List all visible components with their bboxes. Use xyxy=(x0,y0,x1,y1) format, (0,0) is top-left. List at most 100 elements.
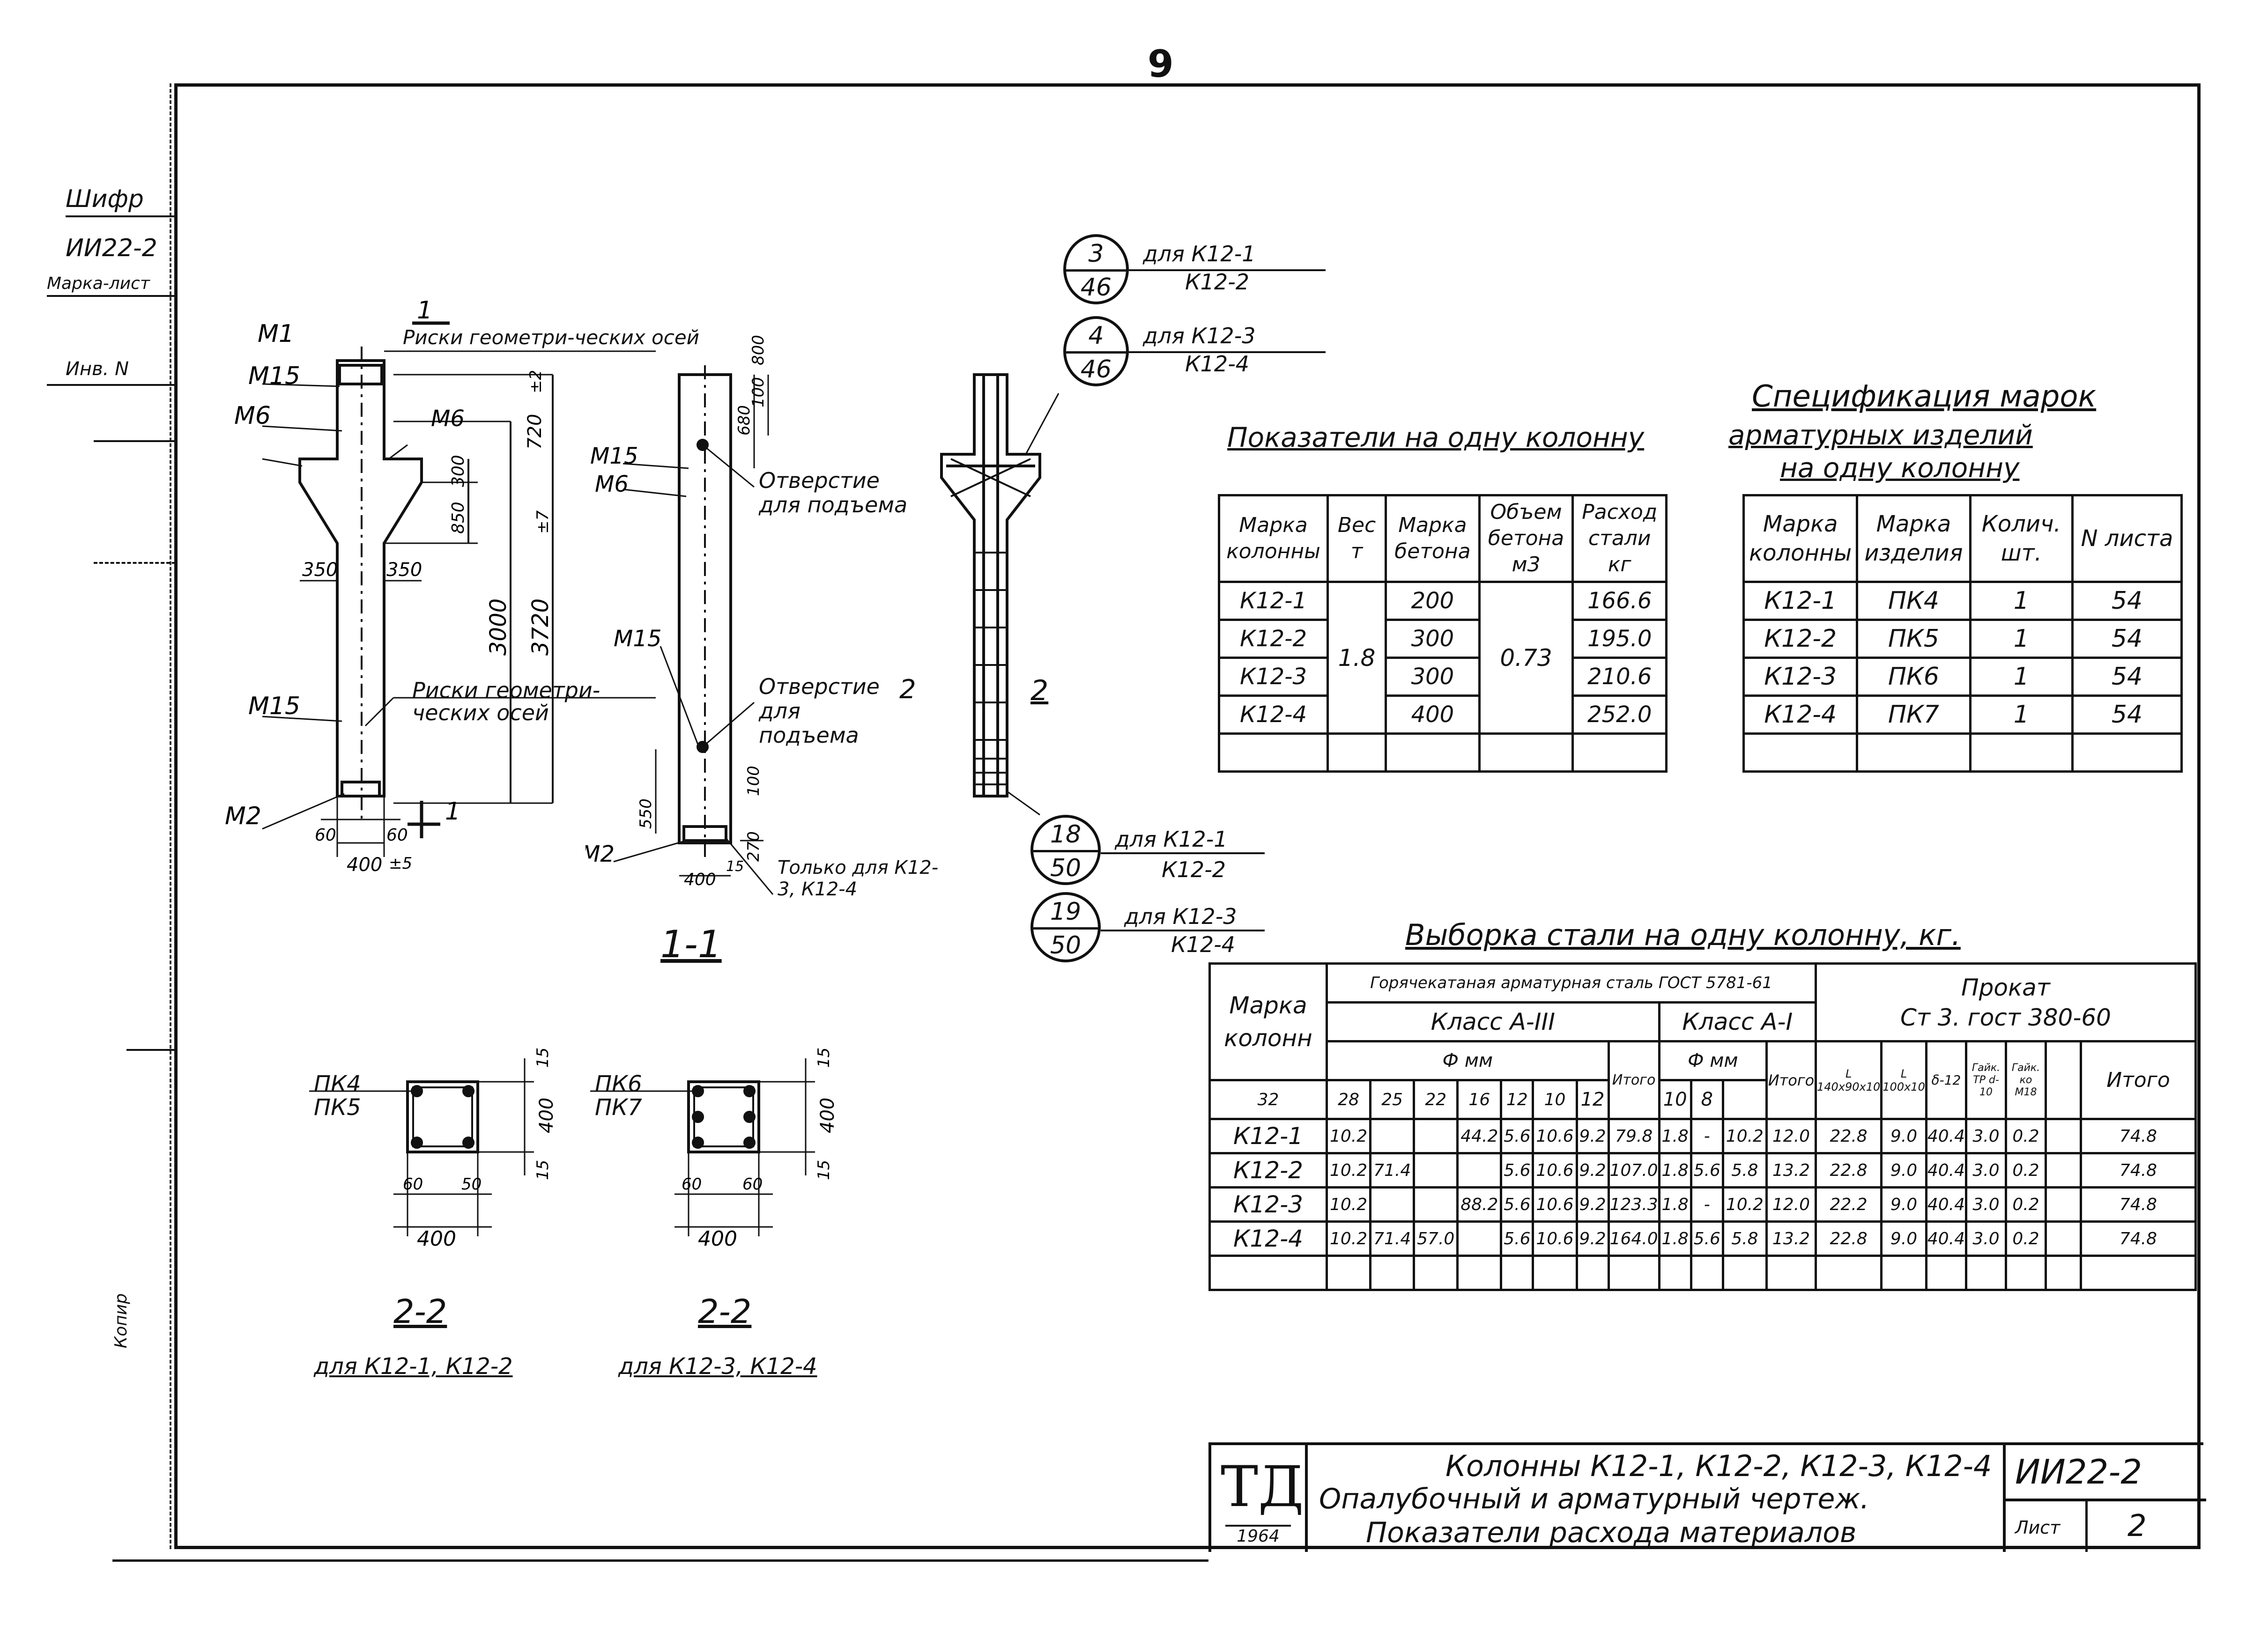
dim-15: 15 xyxy=(815,1048,833,1068)
dim-270: 270 xyxy=(744,831,763,862)
section-2-2-subtitle-b: для К12-3, К12-4 xyxy=(618,1353,817,1380)
weight-cell: 1.8 xyxy=(1326,581,1387,735)
callout-4-text: для К12-3 xyxy=(1143,323,1256,348)
sheet-number: 2 xyxy=(2127,1509,2147,1543)
dim-60: 60 xyxy=(742,1175,763,1194)
dim-100: 100 xyxy=(749,377,768,407)
mark-m6: M6 xyxy=(431,406,465,432)
table-row: К12-1 1.8 200 0.73 166.6 xyxy=(1218,581,1668,735)
dim-50: 50 xyxy=(461,1175,482,1194)
title-block-code-cell: ИИ22-2 xyxy=(2003,1445,2206,1501)
th-concrete-grade: Марка бетона xyxy=(1385,494,1481,583)
only-for-note: Только для К12-3, К12-4 xyxy=(778,857,939,900)
th-total-a3: Итого xyxy=(1607,1040,1660,1120)
th-class-a3: Класс А-III xyxy=(1326,1001,1660,1042)
side-divider xyxy=(47,295,176,297)
th-column-mark: Марка колонны xyxy=(1218,494,1329,583)
mark-m15: M15 xyxy=(590,443,638,469)
section-1-1-title: 1-1 xyxy=(660,923,722,966)
th-concrete-volume: Объем бетона м3 xyxy=(1478,494,1574,583)
title-block: ТД 1964 Колонны К12-1, К12-2, К12-3, К12… xyxy=(1208,1442,2206,1552)
side-divider xyxy=(94,562,176,564)
dim-15: 15 xyxy=(726,858,744,875)
steel-table-title: Выборка стали на одну колонну, кг. xyxy=(1405,918,1961,952)
dim-350: 350 xyxy=(302,559,338,581)
th-weight: Вес т xyxy=(1326,494,1387,583)
table-row: К12-3 300 210.6 xyxy=(1218,657,1668,697)
table-row-empty xyxy=(1218,732,1668,773)
dim-720: 720 xyxy=(524,414,546,450)
callout-3-text2: К12-2 xyxy=(1185,269,1250,295)
dim-400: 400 xyxy=(536,1098,557,1133)
dim-15: 15 xyxy=(815,1160,833,1180)
title-line-1: Колонны К12-1, К12-2, К12-3, К12-4 xyxy=(1445,1449,1992,1483)
dim-800: 800 xyxy=(749,335,768,365)
th-total-a1: Итого xyxy=(1765,1040,1817,1120)
spec-table-title-1: Спецификация марок xyxy=(1752,379,2097,414)
callout-divider xyxy=(1101,930,1265,931)
th-phi-a1: Ф мм xyxy=(1658,1040,1768,1081)
callout-18-text: для К12-1 xyxy=(1115,827,1228,852)
drawing-frame xyxy=(174,83,2201,1549)
dim-400: 400 xyxy=(417,1227,456,1251)
td-logo: ТД xyxy=(1221,1455,1304,1520)
tol-7: ±7 xyxy=(534,510,552,534)
table-row-empty xyxy=(1742,732,2183,773)
side-stamp-copy: Копир xyxy=(111,1293,131,1349)
th-sheet-number: N листа xyxy=(2071,494,2183,583)
dim-60: 60 xyxy=(403,1175,423,1194)
side-label-inventory: Инв. N xyxy=(66,358,129,380)
callout-3-text: для К12-1 xyxy=(1143,241,1256,266)
hole-note-top: Отверстие для подъема xyxy=(759,468,908,517)
title-block-logo: ТД 1964 xyxy=(1211,1445,1308,1552)
rebar-cut-label: 2 xyxy=(1030,674,1049,707)
section-cut-label: 1 xyxy=(417,296,432,325)
title-line-2: Опалубочный и арматурный чертеж. xyxy=(1319,1483,1869,1515)
dim-15: 15 xyxy=(534,1048,552,1068)
spec-table-title-2: арматурных изделий xyxy=(1728,419,2033,451)
dim-550: 550 xyxy=(637,798,655,829)
tol-2: ±2 xyxy=(526,370,545,393)
sections-2-2-drawing: 400 400 15 15 60 50 400 400 15 15 60 60 xyxy=(309,1048,838,1251)
side-divider xyxy=(66,215,176,217)
th-column-mark: Марка колонны xyxy=(1742,494,1859,583)
side-divider xyxy=(47,384,176,386)
bottom-margin-line xyxy=(112,1559,1208,1562)
mark-m6: M6 xyxy=(234,402,271,430)
section-2-2-subtitle-a: для К12-1, К12-2 xyxy=(314,1353,513,1380)
dim-15: 15 xyxy=(534,1160,552,1180)
axis-note-bottom: Риски геометри-ческих осей xyxy=(412,678,600,725)
binding-margin-line xyxy=(170,83,171,1549)
spec-table: Марка колонны Марка изделия Колич. шт. N… xyxy=(1742,494,2183,773)
mark-m15: M15 xyxy=(614,626,662,652)
hole-note-bottom: Отверстие для подъема xyxy=(759,674,880,748)
th-total-rolled: Итого xyxy=(2080,1040,2197,1120)
section-2-2-labels-a: ПК4 ПК5 xyxy=(314,1071,361,1121)
th-column-mark: Марка колонн xyxy=(1208,962,1328,1081)
dim-850: 850 xyxy=(449,502,468,534)
dim-60: 60 xyxy=(682,1175,702,1194)
callout-divider xyxy=(1129,351,1326,353)
callout-19-text2: К12-4 xyxy=(1171,932,1236,957)
indicators-table-title: Показатели на одну колонну xyxy=(1227,421,1645,453)
dim-60: 60 xyxy=(386,826,408,845)
axis-note-top: Риски геометри-ческих осей xyxy=(403,326,699,349)
sheet-divider xyxy=(2085,1499,2088,1552)
table-row-empty xyxy=(1208,1255,2197,1291)
column-side-view: 680 100 800 550 100 270 400 15 M15 M6 M1… xyxy=(586,335,774,895)
dim-100: 100 xyxy=(744,766,763,796)
th-hot-rolled: Горячекатаная арматурная сталь ГОСТ 5781… xyxy=(1326,962,1817,1004)
column-elevation-drawing: M1 M15 M6 M6 M15 M2 350 350 60 60 400 ±5… xyxy=(225,296,656,876)
table-row: К12-4 400 252.0 xyxy=(1218,694,1668,735)
section-2-2-labels-b: ПК6 ПК7 xyxy=(595,1071,642,1121)
cut-2-label: 2 xyxy=(899,674,916,705)
